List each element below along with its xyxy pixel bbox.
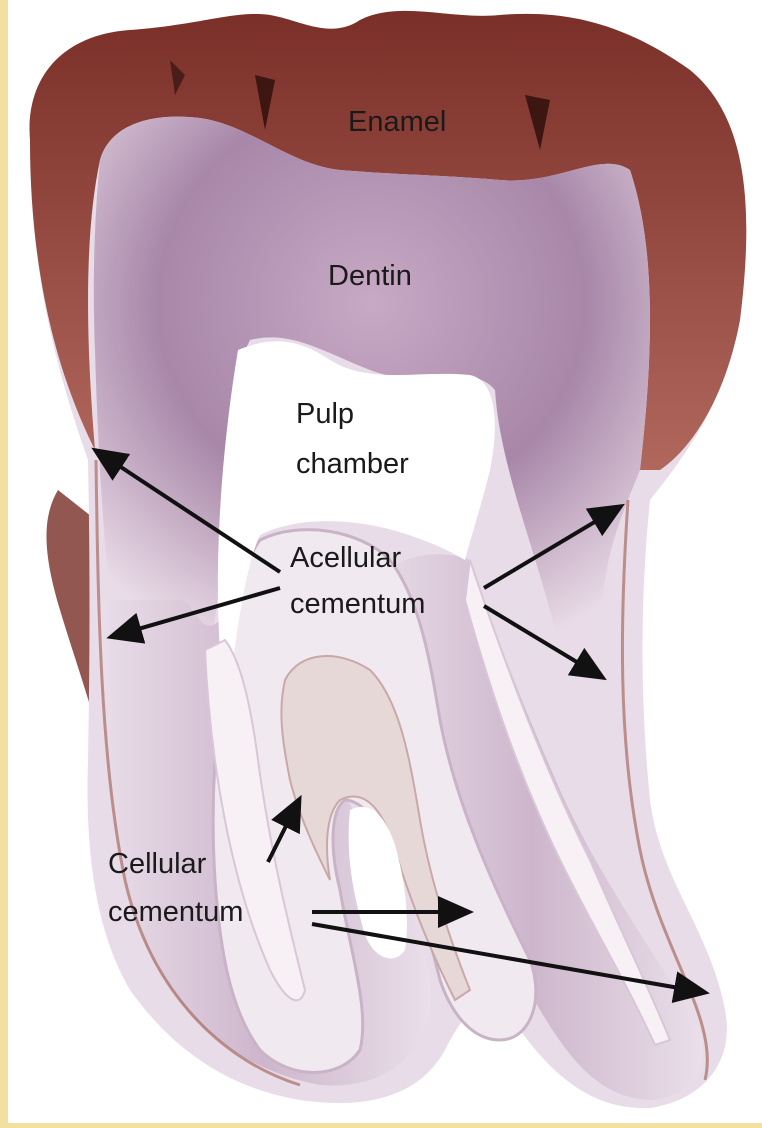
label-acellular-line1: Acellular [290, 540, 401, 576]
label-acellular-line2: cementum [290, 586, 425, 622]
label-cellular-line2: cementum [108, 894, 243, 930]
label-pulp-line2: chamber [296, 446, 409, 482]
label-pulp-line1: Pulp [296, 396, 354, 432]
label-dentin: Dentin [328, 258, 412, 294]
label-enamel: Enamel [348, 104, 446, 140]
label-cellular-line1: Cellular [108, 846, 206, 882]
